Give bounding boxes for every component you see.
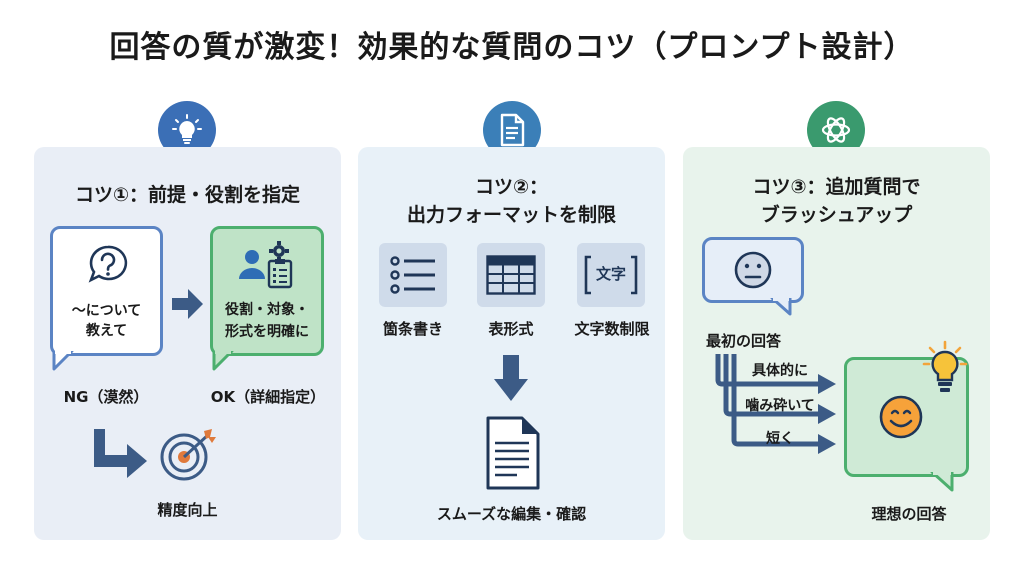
user-gear-clipboard-icon <box>235 239 303 291</box>
format-item-bullets: 箇条書き <box>382 320 443 338</box>
format-item-table: 表形式 <box>488 320 534 338</box>
table-icon <box>486 255 536 295</box>
target-icon <box>156 427 218 483</box>
panel2-result-label: スムーズな編集・確認 <box>436 505 587 523</box>
first-answer-bubble <box>702 237 804 303</box>
page-title: 回答の質が激変！効果的な質問のコツ（プロンプト設計） <box>109 30 915 65</box>
ok-bubble: 役割・対象・ 形式を明確に <box>210 226 324 356</box>
right-arrow-icon <box>172 289 203 319</box>
panel1-result-label: 精度向上 <box>157 501 218 519</box>
down-right-arrow-icon <box>94 429 147 478</box>
smile-face-icon <box>878 394 924 440</box>
ng-bubble: 〜について 教えて <box>50 226 163 356</box>
panel3-title: コツ③：追加質問で ブラッシュアップ <box>752 176 921 226</box>
first-answer-bubble-tail <box>770 298 792 316</box>
ideal-answer-bubble <box>844 357 969 477</box>
result-document-icon <box>485 415 541 491</box>
neutral-face-icon <box>733 250 773 290</box>
followup-simplify: 噛み砕いて <box>745 398 815 414</box>
first-answer-label: 最初の回答 <box>706 332 782 350</box>
format-item-char-limit: 文字数制限 <box>574 320 650 338</box>
followup-arrows <box>715 354 836 454</box>
table-tile <box>477 243 545 307</box>
ng-bubble-text: 〜について 教えて <box>71 303 142 339</box>
text-count-icon <box>584 255 638 295</box>
lightbulb-idea-icon <box>922 340 968 406</box>
followup-specific: 具体的に <box>752 363 808 379</box>
ok-label: OK（詳細指定） <box>210 388 326 406</box>
ideal-answer-bubble-tail <box>930 472 954 492</box>
down-arrow-icon <box>494 355 528 401</box>
panel2-title: コツ②： 出力フォーマットを制限 <box>406 176 616 226</box>
ng-label: NG（漠然） <box>63 388 149 406</box>
text-count-tile: 文字 <box>577 243 645 307</box>
panel-context-role: コツ①：前提・役割を指定 〜について 教えて <box>34 147 341 540</box>
question-icon <box>86 243 130 287</box>
text-count-icon-label: 文字 <box>595 265 626 283</box>
ok-bubble-text: 役割・対象・ 形式を明確に <box>225 302 309 340</box>
list-tile <box>379 243 447 307</box>
panel1-title: コツ①：前提・役割を指定 <box>74 184 301 206</box>
list-icon <box>390 256 435 294</box>
ok-bubble-tail <box>212 351 234 371</box>
ideal-answer-label: 理想の回答 <box>871 505 947 523</box>
ng-bubble-tail <box>52 351 74 371</box>
followup-shorter: 短く <box>766 431 794 447</box>
